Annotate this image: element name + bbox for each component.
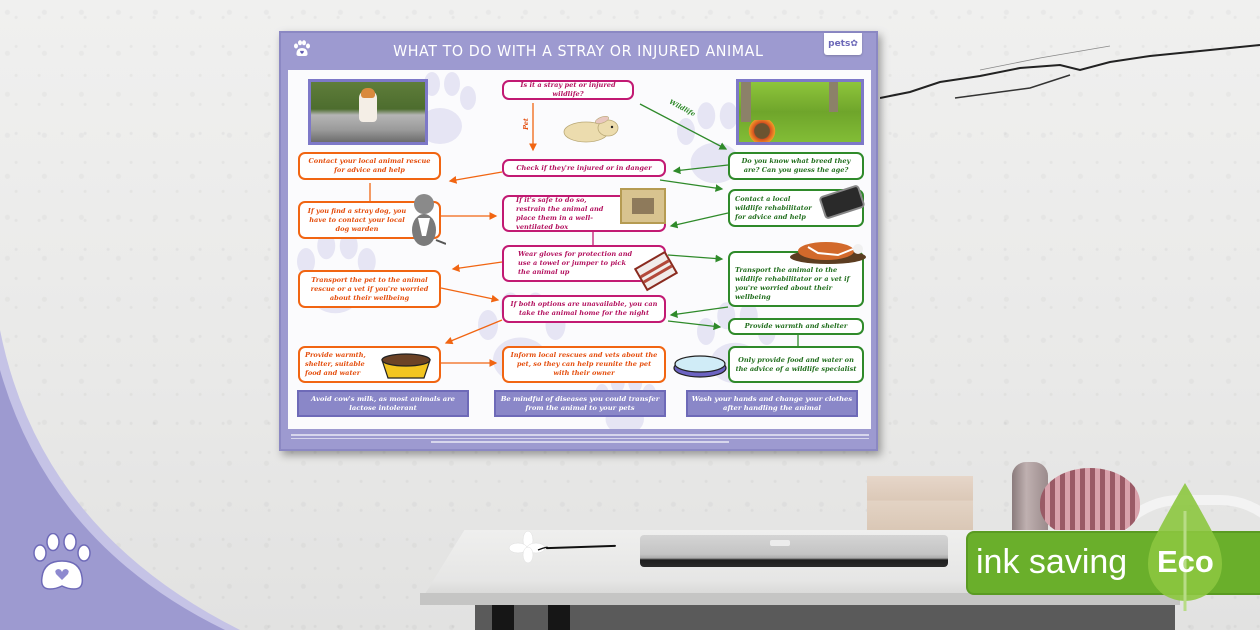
flow-arrows (369, 103, 799, 367)
step-question: Is it a stray pet or injured wildlife? (502, 80, 634, 100)
poster-disclaimer (291, 433, 869, 449)
ink-drop-icon (1148, 483, 1222, 611)
pet-step-contact: Contact your local animal rescue for adv… (298, 152, 441, 180)
poster-title: WHAT TO DO WITH A STRAY OR INJURED ANIMA… (393, 42, 764, 60)
table-leg (492, 605, 514, 630)
fox-illustration (790, 242, 866, 264)
wildlife-step-warmth: Provide warmth and shelter (728, 318, 864, 335)
wildlife-step-breed: Do you know what breed they are? Can you… (728, 152, 864, 180)
laptop (640, 535, 948, 567)
water-bowl-illustration (673, 355, 727, 378)
desk-edge (420, 593, 1180, 605)
wall-crack (880, 44, 1260, 99)
step-inform: Inform local rescues and vets about the … (502, 346, 666, 383)
branch-label-pet: Pet (521, 118, 530, 130)
step-home: If both options are unavailable, you can… (502, 295, 666, 323)
storage-box (867, 476, 973, 536)
wildlife-step-food: Only provide food and water on the advic… (728, 346, 864, 383)
eco-label: Eco (1157, 544, 1214, 579)
eco-badge-text: ink saving (976, 543, 1128, 581)
hedgehog-photo (736, 79, 864, 145)
tip-wash-hands: Wash your hands and change your clothes … (686, 390, 858, 417)
step-check: Check if they're injured or in danger (502, 159, 666, 177)
box-illustration (620, 188, 666, 224)
poster-body: Pet Wildlife Is it a stray pet or injure… (288, 70, 871, 429)
table-leg (548, 605, 570, 630)
rabbit-illustration (563, 116, 619, 143)
paw-icon (294, 40, 310, 56)
table-frame (475, 605, 1175, 630)
flower (508, 530, 548, 564)
tip-cows-milk: Avoid cow's milk, as most animals are la… (297, 390, 469, 417)
brand-logo: pets✿ (824, 33, 862, 55)
paw-heart-icon (33, 533, 91, 590)
food-bowl-illustration (381, 353, 431, 379)
vase-striped (1040, 468, 1140, 538)
poster-header: WHAT TO DO WITH A STRAY OR INJURED ANIMA… (281, 33, 876, 69)
tip-diseases: Be mindful of diseases you could transfe… (494, 390, 666, 417)
puppy-illustration (412, 194, 446, 246)
pet-step-transport: Transport the pet to the animal rescue o… (298, 270, 441, 308)
poster: WHAT TO DO WITH A STRAY OR INJURED ANIMA… (279, 31, 878, 451)
laptop-logo (770, 540, 790, 546)
cat-photo (308, 79, 428, 145)
